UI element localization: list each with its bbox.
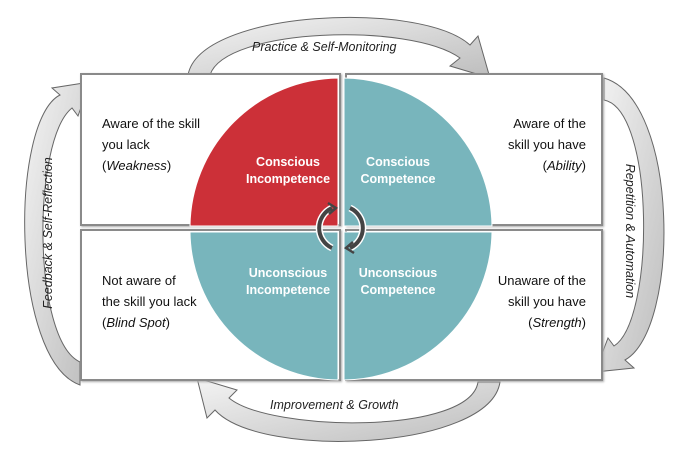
q-line1: Conscious	[256, 155, 320, 169]
quadrant-unconscious-competence	[343, 231, 493, 381]
center-cycle-icon	[315, 201, 367, 255]
desc-bottom-right: Unaware of the skill you have (Strength)	[498, 270, 586, 333]
quadrant-conscious-competence	[343, 77, 493, 227]
cycle-label-right: Repetition & Automation	[623, 163, 637, 299]
desc-line: you lack	[102, 137, 150, 152]
cycle-label-left: Feedback & Self-Reflection	[41, 157, 55, 309]
q-line2: Incompetence	[245, 283, 331, 297]
left-curved-arrow	[24, 81, 91, 386]
desc-line: Aware of the skill	[102, 116, 201, 131]
desc-paren-text: Strength	[532, 315, 582, 330]
desc-paren: (Blind Spot)	[102, 315, 170, 330]
q-line2: Competence	[360, 283, 436, 297]
desc-line: Not aware of	[102, 273, 176, 288]
desc-line: skill you have	[507, 137, 586, 152]
q-line1: Conscious	[366, 155, 430, 169]
desc-paren: (Strength)	[528, 315, 586, 330]
q-line1: Unconscious	[248, 266, 328, 280]
desc-line: skill you have	[507, 294, 586, 309]
right-curved-arrow	[594, 77, 665, 373]
quadrant-unconscious-incompetence	[189, 231, 339, 381]
desc-top-right: Aware of the skill you have (Ability)	[508, 113, 586, 176]
desc-paren: (Ability)	[542, 158, 586, 173]
desc-paren-text: Blind Spot	[106, 315, 166, 330]
quadrant-conscious-incompetence	[189, 77, 339, 227]
desc-line: Unaware of the	[497, 273, 586, 288]
desc-paren-text: Ability	[546, 158, 582, 173]
bottom-curved-arrow	[196, 377, 501, 442]
desc-top-left: Aware of the skill you lack (Weakness)	[102, 113, 200, 176]
desc-paren-text: Weakness	[106, 158, 167, 173]
q-line2: Competence	[360, 172, 436, 186]
cycle-label-top: Practice & Self-Monitoring	[252, 40, 397, 54]
q-line2: Incompetence	[245, 172, 331, 186]
q-line1: Unconscious	[358, 266, 438, 280]
desc-line: the skill you lack	[102, 294, 197, 309]
desc-bottom-left: Not aware of the skill you lack (Blind S…	[102, 270, 197, 333]
cycle-label-bottom: Improvement & Growth	[270, 398, 399, 412]
desc-paren: (Weakness)	[102, 158, 172, 173]
desc-line: Aware of the	[513, 116, 586, 131]
